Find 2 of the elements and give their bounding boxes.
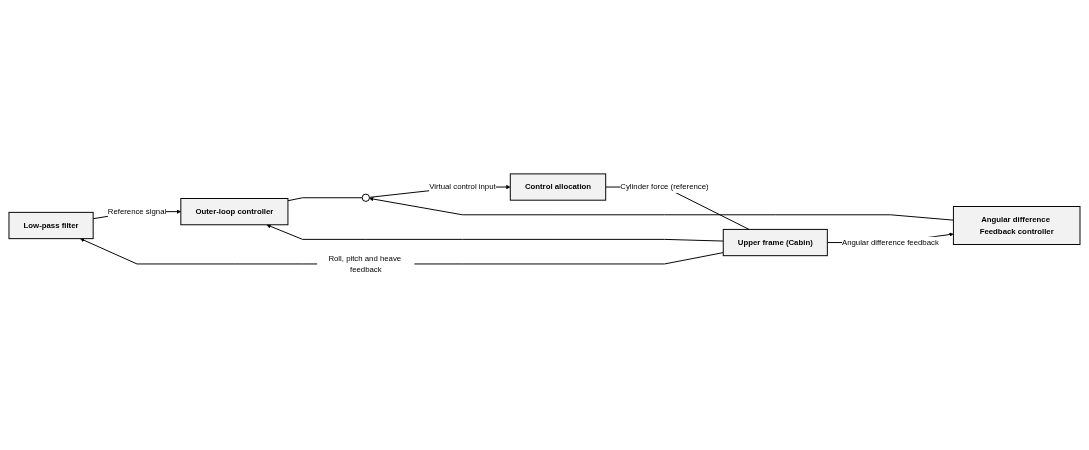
node-circle [361, 193, 370, 203]
connector [287, 197, 363, 202]
